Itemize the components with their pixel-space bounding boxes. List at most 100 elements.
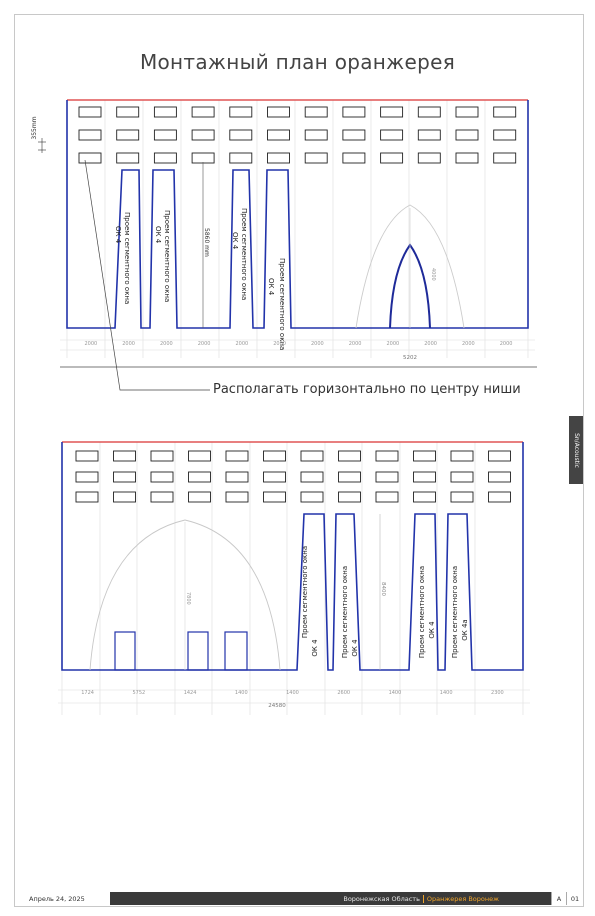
- window-pane: [375, 471, 399, 483]
- footer-region: Воронежская Область: [343, 894, 420, 903]
- window-pane: [375, 491, 399, 503]
- window-pane: [225, 491, 249, 503]
- window-pane: [342, 106, 366, 118]
- dimension-label: 2000: [462, 341, 475, 347]
- dimension-label: 2000: [387, 341, 400, 347]
- window-pane: [455, 106, 479, 118]
- dimension-label: 1400: [440, 690, 453, 696]
- dimension-label: 2000: [424, 341, 437, 347]
- window-pane: [150, 471, 174, 483]
- window-pane: [78, 129, 102, 141]
- window-pane: [153, 129, 177, 141]
- window-pane: [493, 106, 517, 118]
- opening-label: Проем сегментного окна: [240, 208, 248, 300]
- opening-code: ОК 4: [351, 639, 359, 657]
- window-pane: [188, 450, 211, 462]
- window-pane: [116, 152, 140, 164]
- window-pane: [113, 491, 136, 503]
- window-pane: [338, 471, 361, 483]
- window-pane: [338, 450, 361, 462]
- window-pane: [75, 491, 99, 503]
- window-pane: [225, 450, 249, 462]
- wall-outline-bottom: [61, 442, 524, 671]
- dimension-label: 5752: [132, 690, 145, 696]
- dimension-label: 2000: [311, 341, 324, 347]
- window-pane: [153, 106, 177, 118]
- drawing-sheet-frame: [14, 14, 584, 907]
- window-pane: [493, 152, 517, 164]
- window-pane: [267, 106, 290, 118]
- window-pane: [488, 491, 511, 503]
- window-pane: [413, 471, 436, 483]
- dimension-label: 1400: [286, 690, 299, 696]
- dimension-label: 2000: [85, 341, 98, 347]
- footer-title-block: Апрель 24, 2025 Воронежская Область Оран…: [15, 892, 583, 905]
- opening-label: Проем сегментного окна: [278, 258, 286, 350]
- window-pane: [413, 450, 436, 462]
- window-pane: [267, 152, 290, 164]
- height-dim-bottom: 8400: [380, 582, 386, 596]
- total-dim-bottom: 24580: [268, 703, 286, 709]
- dimension-label: 2000: [273, 341, 286, 347]
- opening-code: ОК 4: [114, 226, 122, 244]
- window-pane: [188, 491, 211, 503]
- window-pane: [304, 152, 328, 164]
- bottom-elevation: 7800 8400 Проем сегментного окна ОК 4 Пр…: [58, 441, 530, 715]
- dimension-label: 2000: [349, 341, 362, 347]
- window-pane: [116, 106, 140, 118]
- window-pane: [380, 129, 404, 141]
- window-pane: [304, 106, 328, 118]
- opening-label: Проем сегментного окна: [123, 212, 131, 304]
- window-pane: [342, 129, 366, 141]
- opening-label: Проем сегментного окна: [301, 546, 309, 638]
- window-pane: [150, 491, 174, 503]
- window-pane: [455, 152, 479, 164]
- dimension-label: 2000: [198, 341, 211, 347]
- dimension-label: 2000: [160, 341, 173, 347]
- side-tab[interactable]: Sn/Acoustic: [569, 416, 583, 484]
- page-title: Монтажный план оранжерея: [139, 50, 456, 74]
- window-pane: [263, 491, 286, 503]
- arch-dim-bottom: 7800: [185, 592, 191, 605]
- total-dim-top: 5202: [403, 355, 417, 361]
- opening-label: Проем сегментного окна: [163, 210, 171, 302]
- window-pane: [300, 491, 324, 503]
- window-pane: [229, 106, 253, 118]
- window-pane: [229, 152, 253, 164]
- window-pane: [113, 471, 136, 483]
- window-pane: [417, 129, 441, 141]
- dimension-label: 2000: [500, 341, 513, 347]
- window-pane: [417, 152, 441, 164]
- instruction-leader: [84, 159, 210, 391]
- dimension-label: 1724: [81, 690, 94, 696]
- dimension-label: 2300: [491, 690, 504, 696]
- opening-code: ОК 4: [154, 226, 162, 244]
- opening-label: Проем сегментного окна: [418, 566, 426, 658]
- dimension-label: 2000: [236, 341, 249, 347]
- window-pane: [304, 129, 328, 141]
- dimension-label: 1400: [389, 690, 402, 696]
- bottom-dims-top: 2000 2000 2000 2000 2000 2000 2000 2000 2000 2000…: [85, 341, 513, 347]
- window-pane: [413, 491, 436, 503]
- window-pane: [380, 152, 404, 164]
- window-pane: [78, 106, 102, 118]
- opening-code: ОК 4а: [461, 619, 469, 640]
- footer-date: Апрель 24, 2025: [29, 894, 85, 903]
- dimension-label: 1400: [235, 690, 248, 696]
- footer-bar: Воронежская Область Оранжерея Воронеж: [110, 892, 551, 905]
- window-grid-bottom: [75, 450, 511, 503]
- height-dim-top: 5860 mm: [203, 228, 210, 257]
- window-pane: [450, 471, 474, 483]
- window-pane: [338, 491, 361, 503]
- arch-outline-top: [355, 204, 465, 329]
- window-pane: [225, 471, 249, 483]
- window-pane: [150, 450, 174, 462]
- window-pane: [263, 450, 286, 462]
- window-pane: [188, 471, 211, 483]
- window-pane: [75, 450, 99, 462]
- window-pane: [455, 129, 479, 141]
- window-pane: [300, 471, 324, 483]
- arch-dim-top: 4000: [430, 268, 436, 281]
- window-pane: [153, 152, 177, 164]
